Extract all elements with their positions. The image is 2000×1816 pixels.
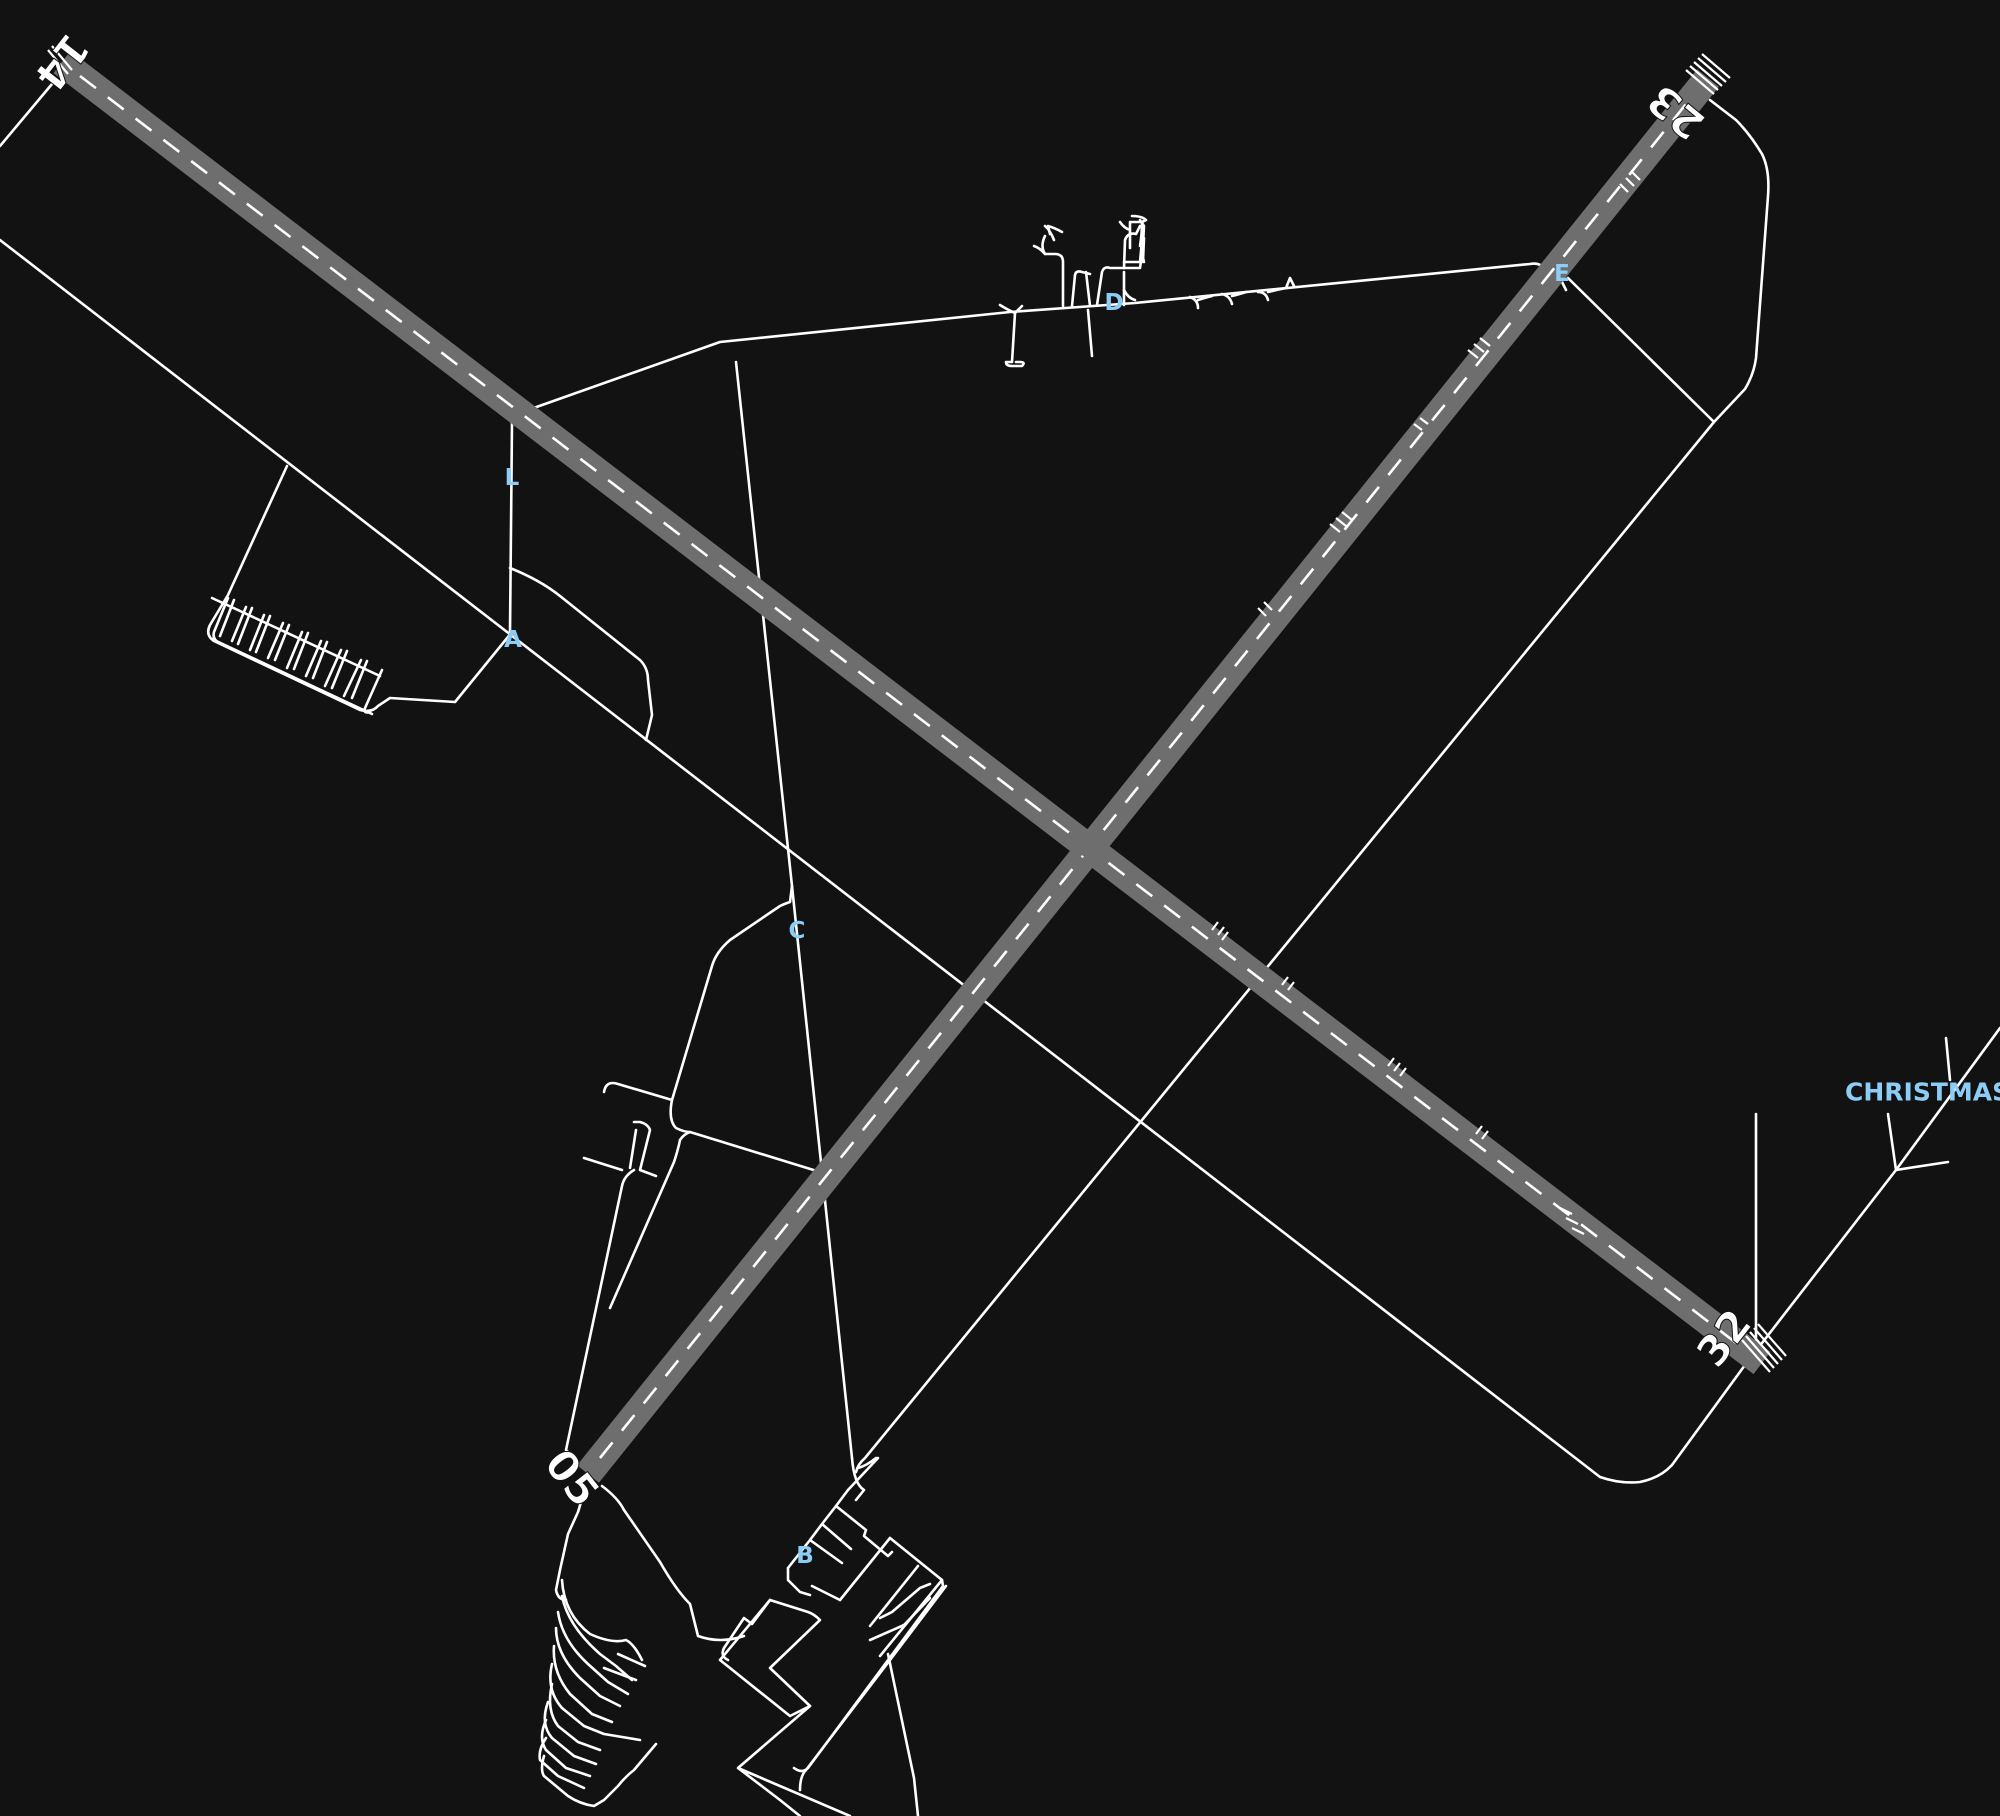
taxiway-label-a[interactable]: A [504,627,522,653]
taxiway-label-c[interactable]: C [789,918,806,944]
taxiway-l[interactable] [498,398,530,634]
runway-14-32[interactable] [47,45,1787,1375]
taxiway-c-connector[interactable] [582,884,822,1310]
southwest-road-branches [538,1488,658,1808]
runway-05-23[interactable] [577,53,1731,1483]
taxiway-d[interactable] [526,262,1548,412]
taxiway-label-l[interactable]: L [505,465,520,491]
taxiway-a-connector[interactable] [508,566,654,742]
south-access-road[interactable] [564,1168,636,1456]
taxiway-label-e[interactable]: E [1554,261,1570,287]
taxiway-label-d[interactable]: D [1104,290,1123,316]
apron-west[interactable] [206,464,514,713]
place-label-christmas[interactable]: CHRISTMAS [1845,1078,2000,1107]
parallel-taxiway-south[interactable] [0,238,1747,1484]
taxiway-network [0,82,2000,1816]
runway-14-32-markings [47,45,1787,1373]
runway-intersection [1071,829,1103,861]
southwest-road[interactable] [600,1484,746,1642]
runway-05-23-markings [1257,53,1731,617]
northwest-edge-line [0,82,54,148]
taxiway-label-b[interactable]: B [796,1543,814,1569]
apron-south[interactable] [846,1456,880,1502]
taxiway-d-stands [998,214,1148,368]
apron-west-stands [210,596,384,716]
christmas-road-branches [1886,1036,1952,1172]
taxiway-d-east-stubs [1188,276,1296,310]
parallel-taxiway-east[interactable] [854,420,1716,1474]
taxiway-c[interactable] [734,360,854,1460]
apron-south-structures [718,1488,948,1816]
